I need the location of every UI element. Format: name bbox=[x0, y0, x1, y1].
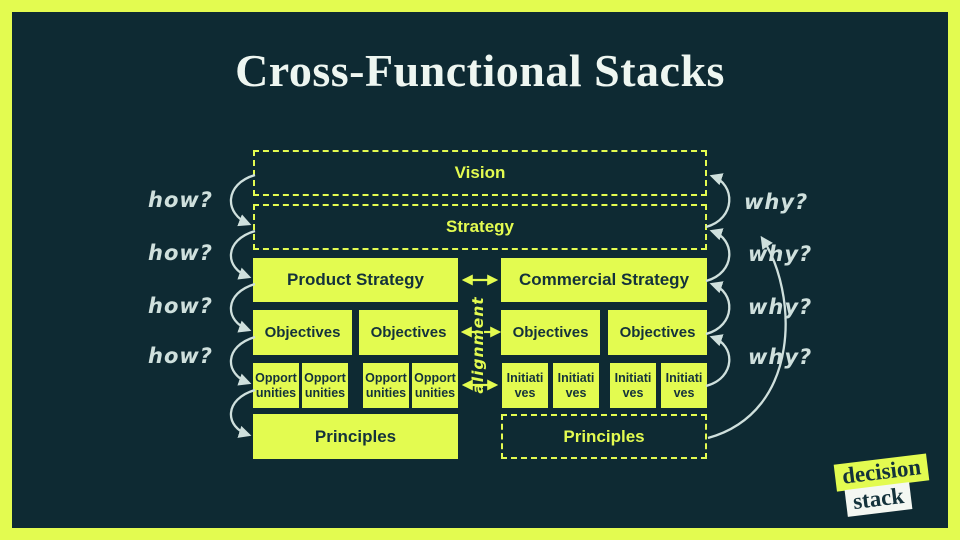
strategy-box: Strategy bbox=[253, 204, 707, 250]
commercial-objectives-box-1: Objectives bbox=[501, 310, 600, 355]
vision-box: Vision bbox=[253, 150, 707, 196]
why-label-3: why? bbox=[748, 295, 813, 319]
slide-background bbox=[12, 12, 948, 528]
strategy-label: Strategy bbox=[445, 217, 515, 236]
objectives-label: Objectives bbox=[619, 324, 696, 341]
product-objectives-box-2: Objectives bbox=[359, 310, 458, 355]
commercial-principles-box: Principles bbox=[501, 414, 707, 459]
product-objectives-box-1: Objectives bbox=[253, 310, 352, 355]
product-principles-box: Principles bbox=[253, 414, 458, 459]
objectives-label: Objectives bbox=[264, 324, 341, 341]
commercial-objectives-box-2: Objectives bbox=[608, 310, 707, 355]
why-label-4: why? bbox=[748, 345, 813, 369]
how-label-2: how? bbox=[148, 241, 213, 265]
why-label-1: why? bbox=[744, 190, 809, 214]
alignment-label: alignment bbox=[469, 296, 487, 394]
vision-label: Vision bbox=[454, 163, 506, 182]
how-label-3: how? bbox=[148, 294, 213, 318]
objectives-label: Objectives bbox=[370, 324, 447, 341]
why-label-2: why? bbox=[748, 242, 813, 266]
commercial-strategy-label: Commercial Strategy bbox=[518, 270, 690, 289]
page-title: Cross-Functional Stacks bbox=[235, 45, 725, 96]
how-label-1: how? bbox=[148, 188, 213, 212]
commercial-strategy-box: Commercial Strategy bbox=[501, 258, 707, 302]
principles-label: Principles bbox=[563, 426, 645, 446]
how-label-4: how? bbox=[148, 344, 213, 368]
principles-label: Principles bbox=[314, 426, 397, 446]
objectives-label: Objectives bbox=[512, 324, 589, 341]
product-strategy-box: Product Strategy bbox=[253, 258, 458, 302]
product-strategy-label: Product Strategy bbox=[287, 270, 424, 289]
